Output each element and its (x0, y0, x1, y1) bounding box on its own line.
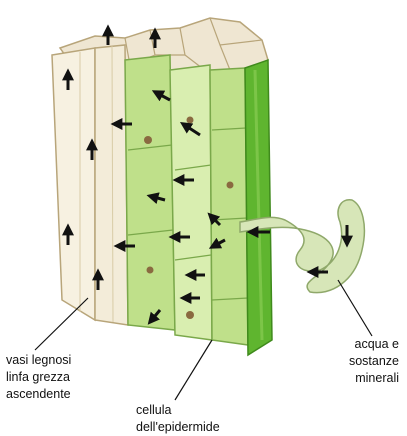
label-cellula-line-1: cellula (136, 402, 220, 419)
label-acqua-sostanze: acqua e sostanze minerali (349, 336, 399, 387)
label-vasi-line-3: ascendente (6, 386, 71, 403)
leader-acqua (338, 280, 372, 336)
label-vasi-line-2: linfa grezza (6, 369, 71, 386)
label-acqua-line-3: minerali (349, 370, 399, 387)
label-vasi-legnosi: vasi legnosi linfa grezza ascendente (6, 352, 71, 403)
xylem-vessels (52, 45, 128, 325)
cortex-cells (125, 55, 248, 345)
label-cellula-epidermide: cellula dell'epidermide (136, 402, 220, 436)
label-acqua-line-2: sostanze (349, 353, 399, 370)
leader-cellula (175, 340, 212, 400)
epidermis-layer (245, 60, 272, 355)
label-acqua-line-1: acqua e (349, 336, 399, 353)
leader-vasi (35, 298, 88, 350)
label-cellula-line-2: dell'epidermide (136, 419, 220, 436)
label-vasi-line-1: vasi legnosi (6, 352, 71, 369)
